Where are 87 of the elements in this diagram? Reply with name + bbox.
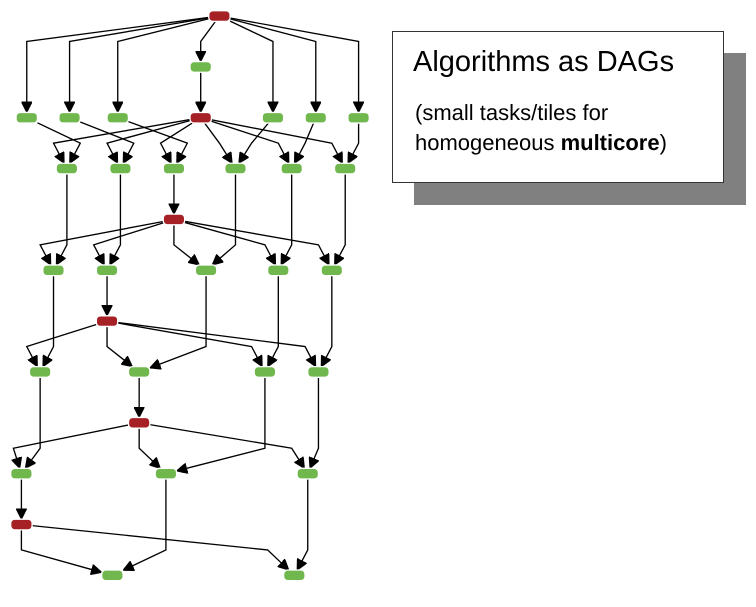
node-box [189,112,212,124]
node-box [296,468,320,480]
node-box [320,264,344,276]
arrow [348,123,360,164]
arrow [133,377,146,418]
arrow [52,118,190,164]
arrow [238,122,269,164]
node-box [283,569,306,582]
arrow [37,122,82,164]
arrow [64,17,209,113]
node-box [128,416,151,429]
arrow [101,276,113,316]
arrow [20,16,209,113]
node-box [56,162,78,175]
node-box [334,162,357,175]
node-box [347,112,370,124]
arrow [56,174,68,266]
node-box [154,468,178,480]
arrow [39,220,164,266]
arrow [109,174,122,266]
node-box [15,112,38,124]
node-box [266,264,290,276]
node-box [128,366,151,378]
arrow [296,479,308,571]
arrow [267,276,279,368]
node-box [194,264,218,276]
node-box [101,569,124,582]
node-box [58,112,81,124]
node-box [307,366,330,378]
node-box [304,112,328,124]
node-box [162,213,186,226]
arrow [138,428,161,469]
arrow [230,17,364,113]
arrow [212,174,236,266]
node-box [10,518,33,531]
arrow [184,220,330,266]
node-box [224,162,247,175]
node-box [10,468,33,480]
arrow [204,122,233,164]
node-box [189,60,212,73]
node-box [106,112,130,124]
arrow [106,326,133,368]
arrow [184,222,276,266]
node-box [262,112,284,124]
arrow [26,324,97,368]
arrow [230,20,279,113]
arrow [118,322,316,368]
arrow [176,377,266,474]
node-box [96,315,118,328]
subtitle: (small tasks/tiles for homogeneous multicore) [415,99,668,157]
arrow [20,530,102,576]
node-box [28,366,52,378]
arrow [80,121,135,164]
node-box [280,162,304,175]
node-box [254,366,276,378]
arrow [194,21,216,62]
arrow [168,174,180,215]
arrow [320,276,332,368]
arrow [128,121,188,164]
arrow [16,479,28,520]
node-box [162,162,186,175]
arrow [10,424,129,469]
arrow [106,120,190,164]
arrow [122,479,167,572]
arrow [32,524,290,571]
node-box [208,10,231,22]
arrow [173,224,200,266]
arrow [308,377,320,469]
arrow [211,119,343,164]
title: Algorithms as DAGs [413,46,674,79]
arrow [334,174,346,266]
arrow [294,122,314,164]
arrow [24,377,41,469]
node-box [96,264,118,276]
arrow [230,18,322,113]
arrow [211,120,290,164]
arrow [160,122,193,164]
arrow [150,424,305,469]
arrow [118,322,263,368]
arrow [92,222,164,266]
node-box [109,162,132,175]
arrow [149,276,207,370]
arrow [112,18,209,113]
node-box [42,264,65,276]
arrow [42,276,54,368]
arrow [194,72,207,113]
arrow [280,174,292,266]
